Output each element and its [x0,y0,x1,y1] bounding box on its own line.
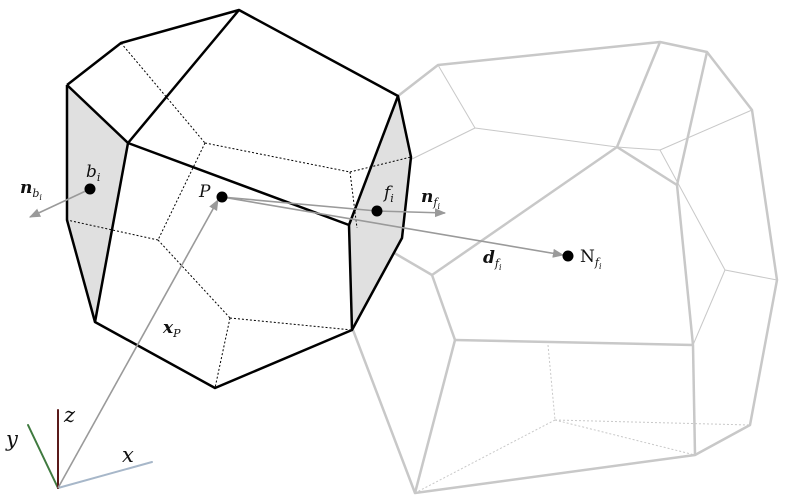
axis-x-line [57,461,153,489]
coordinate-axes [27,409,153,489]
axis-y-line [27,424,59,489]
boundary-face-b [67,85,128,322]
points [84,183,574,262]
neighbor-cell-dotted-edges [414,344,751,494]
label-f: fi [382,183,394,205]
label-x-P: xP [162,318,181,340]
label-n-b: nbi [20,178,42,202]
label-d-f: dfi [483,248,502,272]
label-P: P [198,182,211,202]
label-b: bi [86,162,100,184]
axis-label-x: x [122,443,134,467]
axis-label-z: z [63,403,76,427]
neighbor-cell-hidden-edges [409,64,778,346]
distance-vector-d [221,196,565,258]
point-P [216,191,228,203]
labels: P bi fi Nfi nbi nfi dfi xP x y z [5,162,602,467]
point-b [84,183,96,195]
distance-vector-P-to-f [221,196,378,212]
label-n-f: nfi [421,187,440,211]
owner-cell [65,8,413,390]
owner-cell-dotted-edges [66,42,412,389]
vectors [28,188,565,489]
neighbor-cell [351,40,779,495]
normal-vector-n-b [28,188,91,218]
axis-label-y: y [5,427,19,451]
point-f [371,205,383,217]
label-N: Nfi [580,247,602,271]
owner-cell-edges [65,8,413,390]
normal-vector-n-f [376,208,447,218]
neighbor-cell-edges [351,40,779,495]
position-vector-xP [57,199,219,489]
point-N [562,250,574,262]
